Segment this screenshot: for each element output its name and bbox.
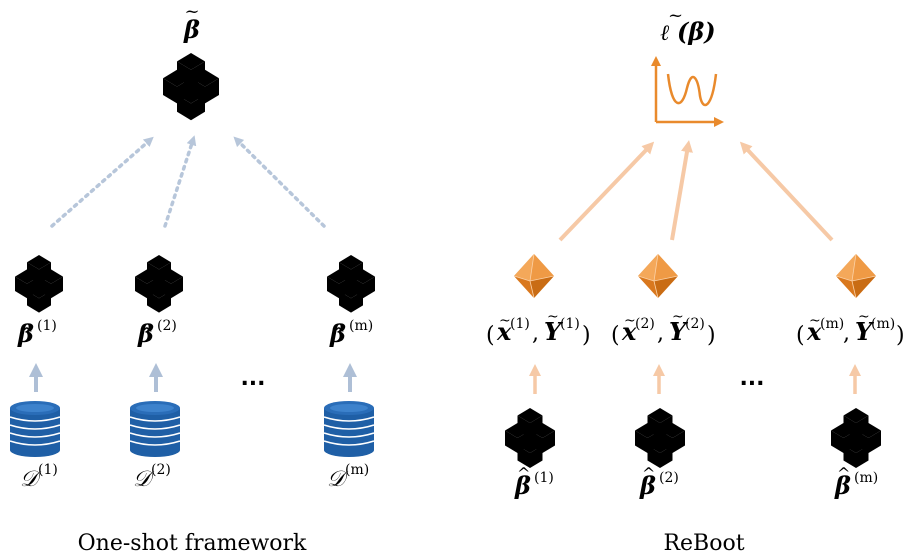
sample-to-loss-arrow-m [739, 141, 834, 242]
svg-text:(1): (1) [38, 462, 58, 478]
svg-text:𝒟: 𝒟 [20, 467, 42, 492]
svg-text:(β): (β) [677, 17, 716, 46]
svg-text:^: ^ [140, 324, 153, 343]
dataset-label-m: 𝒟 (m) [327, 462, 369, 492]
svg-text:,: , [657, 321, 664, 346]
cube-stack-icon [831, 408, 881, 468]
svg-text:(: ( [796, 323, 805, 348]
cube-stack-icon [163, 53, 219, 120]
svg-text:(1): (1) [37, 318, 57, 334]
svg-text:(2): (2) [685, 316, 705, 332]
svg-text:~: ~ [672, 309, 684, 325]
octahedron-icon [513, 253, 555, 299]
svg-text:~: ~ [499, 313, 511, 329]
dotted-arrow-1 [50, 136, 154, 228]
svg-text:β: β [834, 471, 851, 500]
database-icon [9, 400, 61, 458]
svg-text:Y: Y [669, 317, 689, 346]
left-estimator-label-1: ^ β (1) [17, 318, 57, 348]
svg-text:^: ^ [642, 464, 655, 483]
svg-text:Y: Y [544, 317, 564, 346]
svg-text:(2): (2) [659, 470, 679, 486]
svg-text:(1): (1) [510, 316, 530, 332]
dotted-arrow-2 [163, 135, 197, 228]
cube-stack-icon [15, 255, 63, 313]
svg-text:,: , [843, 321, 850, 346]
svg-text:(m): (m) [345, 462, 369, 478]
svg-text:x: x [621, 317, 637, 346]
svg-text:^: ^ [517, 464, 530, 483]
loss-curve-icon [651, 56, 724, 127]
sample-to-loss-arrow-1 [558, 141, 655, 242]
dataset-label-1: 𝒟 (1) [20, 462, 58, 492]
left-estimator-label-m: ^ β (m) [329, 318, 373, 348]
left-estimator-label-2: ^ β (2) [137, 318, 177, 348]
right-ellipsis: ... [739, 366, 764, 391]
left-caption: One-shot framework [78, 531, 307, 556]
svg-text:β: β [514, 471, 531, 500]
cube-stack-icon [505, 408, 555, 468]
database-icon [323, 400, 375, 458]
cube-stack-icon [135, 255, 183, 313]
cube-stack-icon [327, 255, 375, 313]
svg-text:Y: Y [855, 317, 875, 346]
svg-text:^: ^ [332, 324, 345, 343]
svg-text:): ) [896, 323, 905, 348]
svg-text:(2): (2) [157, 318, 177, 334]
tilde-mark: ~ [184, 1, 199, 22]
svg-text:𝒟: 𝒟 [327, 467, 349, 492]
right-panel: ~ ℓ (β) ( ~ x (1) , ~ Y (1) [486, 5, 905, 556]
svg-text:𝒟: 𝒟 [133, 467, 155, 492]
svg-text:(2): (2) [151, 462, 171, 478]
svg-text:x: x [806, 317, 822, 346]
svg-text:^: ^ [20, 324, 33, 343]
svg-text:~: ~ [858, 309, 870, 325]
svg-text:^: ^ [837, 464, 850, 483]
svg-text:β: β [639, 471, 656, 500]
svg-text:~: ~ [547, 309, 559, 325]
svg-text:): ) [582, 323, 591, 348]
synthetic-sample-label-1: ( ~ x (1) , ~ Y (1) ) [486, 309, 591, 348]
synthetic-sample-label-m: ( ~ x (m) , ~ Y (m) ) [796, 309, 905, 348]
svg-text:~: ~ [809, 313, 821, 329]
octahedron-icon [835, 253, 877, 299]
svg-text:~: ~ [668, 5, 683, 26]
octahedron-icon [637, 253, 679, 299]
svg-text:(1): (1) [534, 470, 554, 486]
svg-text:β: β [329, 319, 346, 348]
right-caption: ReBoot [663, 531, 744, 556]
synthetic-sample-label-2: ( ~ x (2) , ~ Y (2) ) [611, 309, 716, 348]
svg-text:(m): (m) [854, 470, 878, 486]
svg-text:(: ( [611, 323, 620, 348]
right-top-label: ~ ℓ (β) [660, 5, 716, 46]
right-estimator-label-1: ^ β (1) [514, 464, 554, 500]
svg-text:(: ( [486, 323, 495, 348]
right-estimator-label-m: ^ β (m) [834, 464, 878, 500]
right-estimator-label-2: ^ β (2) [639, 464, 679, 500]
cube-stack-icon [635, 408, 685, 468]
svg-text:): ) [707, 323, 716, 348]
svg-text:(m): (m) [349, 318, 373, 334]
svg-text:β: β [17, 319, 34, 348]
dataset-label-2: 𝒟 (2) [133, 462, 171, 492]
svg-text:(2): (2) [635, 316, 655, 332]
dotted-arrow-3 [233, 136, 326, 228]
svg-text:(1): (1) [560, 316, 580, 332]
sample-to-loss-arrow-2 [670, 140, 693, 241]
database-icon [129, 400, 181, 458]
svg-text:β: β [137, 319, 154, 348]
svg-text:x: x [496, 317, 512, 346]
svg-text:(m): (m) [820, 316, 844, 332]
svg-text:(m): (m) [871, 316, 895, 332]
left-top-symbol: β [183, 15, 200, 44]
svg-text:ℓ: ℓ [660, 21, 670, 46]
left-ellipsis: ... [240, 366, 265, 391]
svg-text:,: , [532, 321, 539, 346]
left-panel: β ~ ^ β (1) ^ β (2) ^ β (m) [9, 1, 375, 556]
svg-text:~: ~ [624, 313, 636, 329]
